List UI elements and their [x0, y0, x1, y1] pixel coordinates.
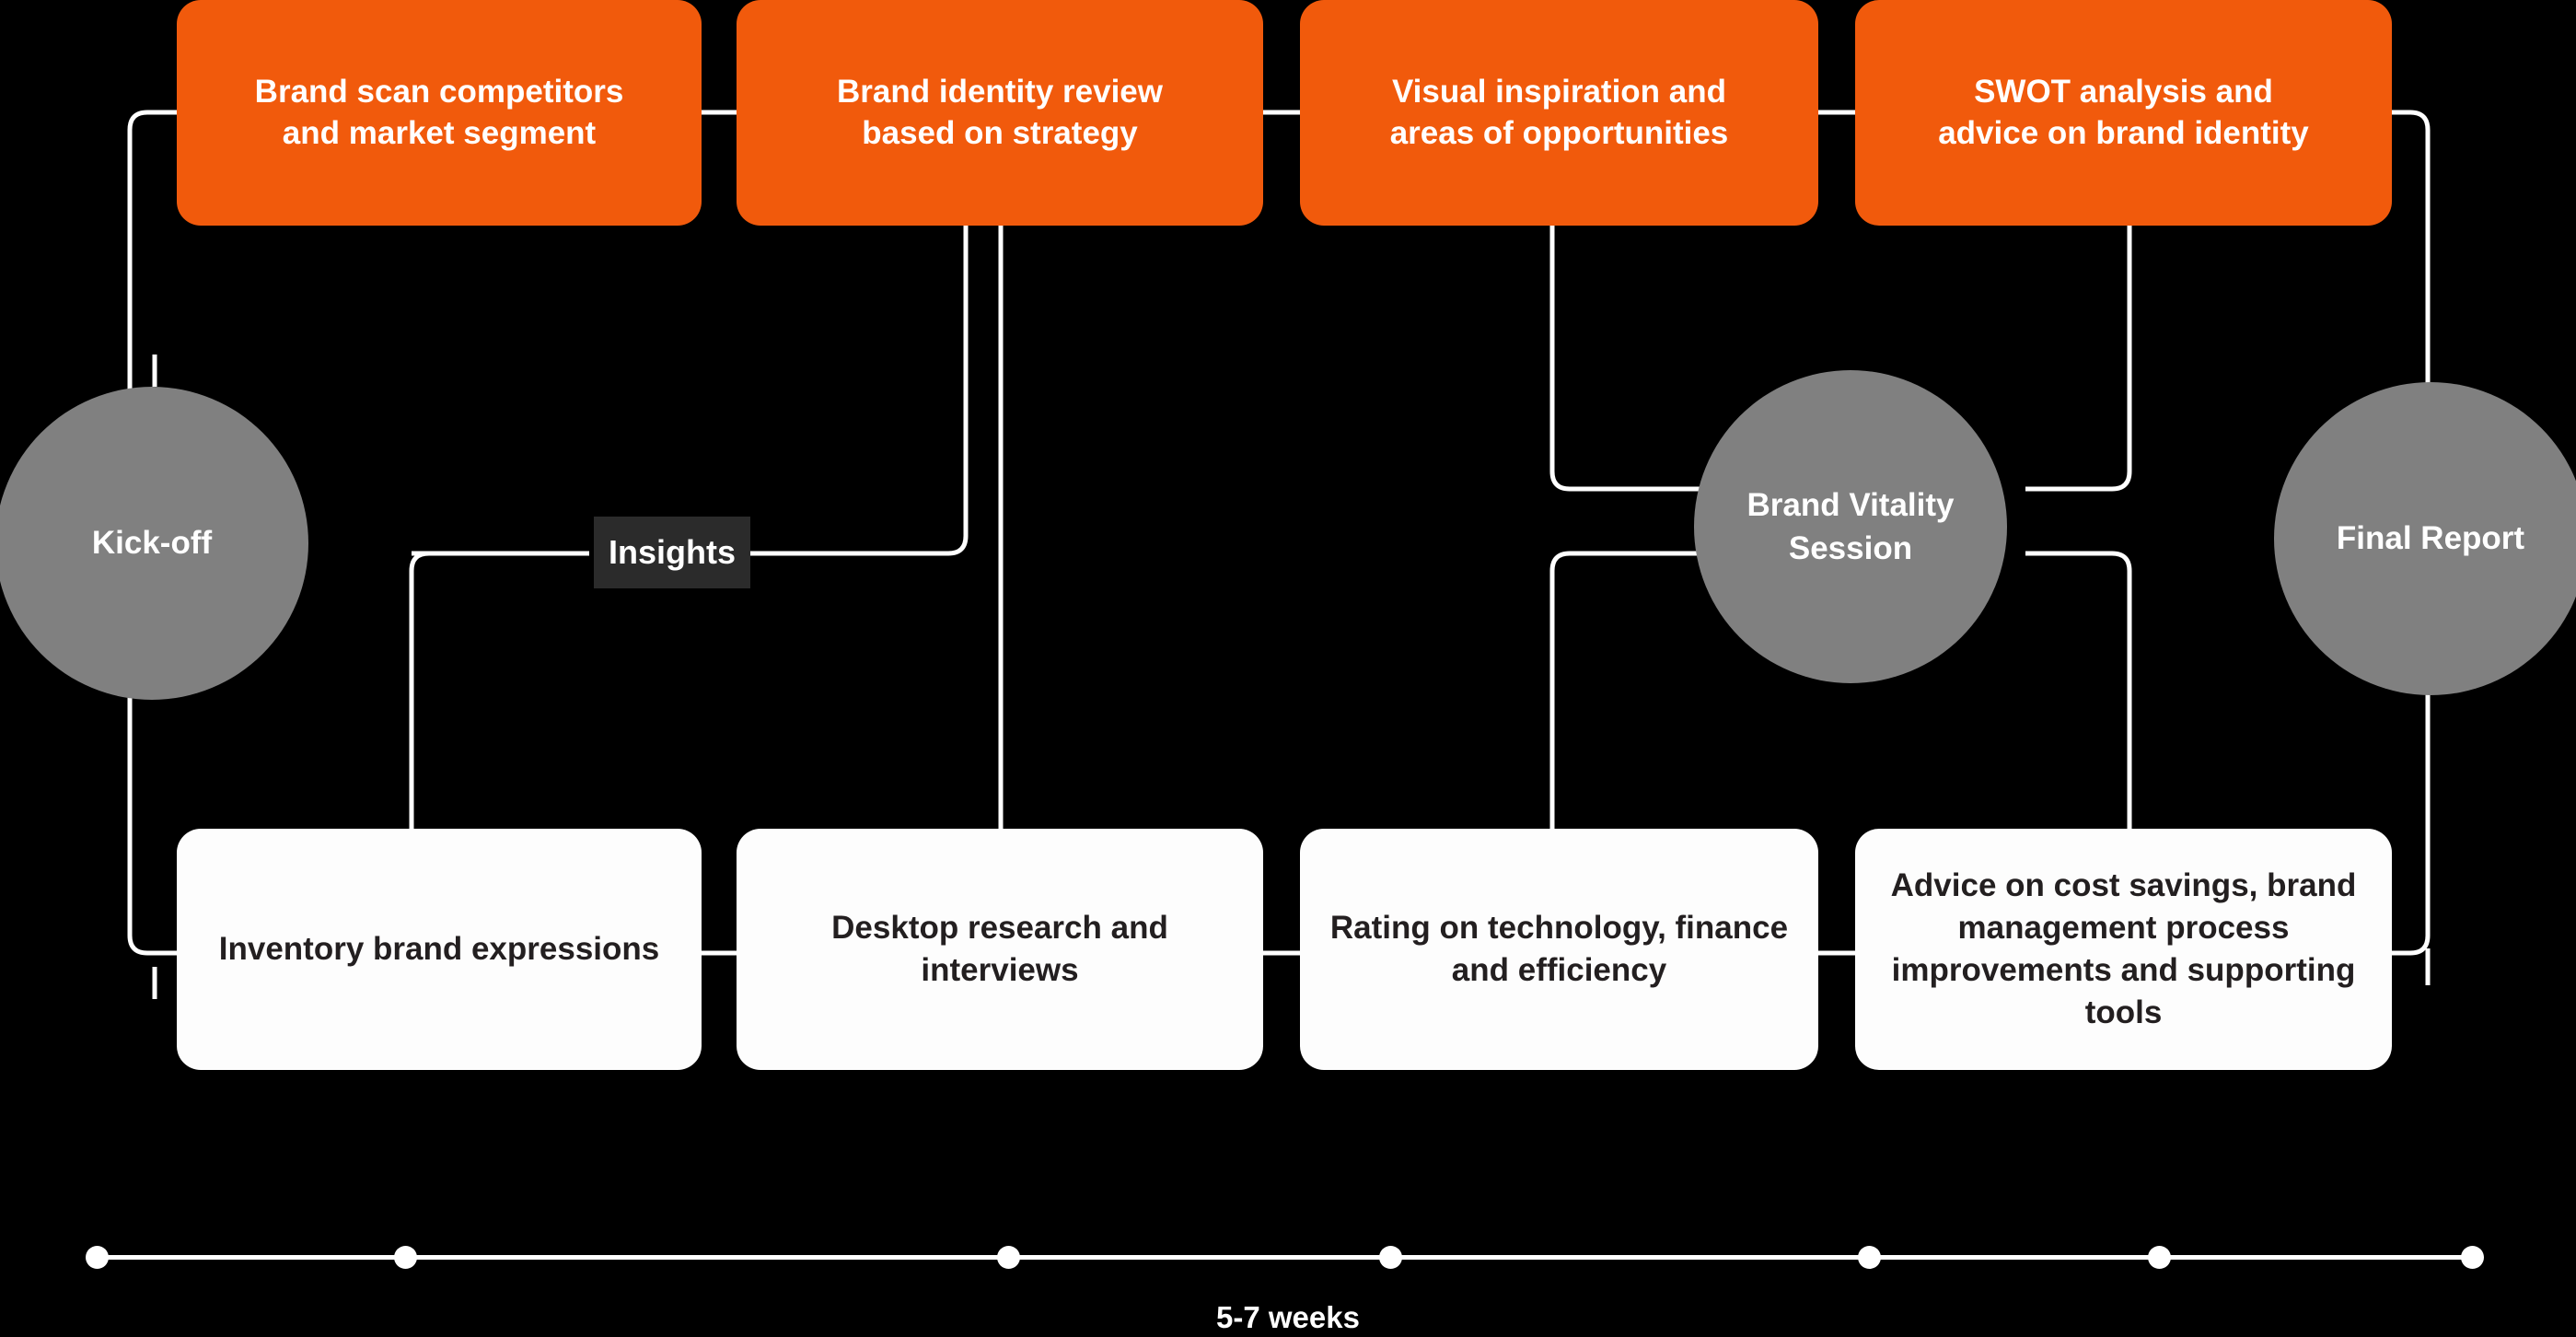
- milestone-brand-vitality-line-2: Vitality: [1849, 486, 1955, 523]
- top-box-brand-identity-review-line-1: Brand identity review: [837, 73, 1163, 110]
- bottom-box-advice-cost-savings[interactable]: Advice on cost savings, brand management…: [1855, 829, 2392, 1070]
- bottom-box-advice-line-4: and supporting tools: [2084, 952, 2356, 1031]
- timeline-axis: [97, 1255, 2472, 1260]
- top-box-swot-analysis-line-1: SWOT analysis and: [1974, 73, 2273, 110]
- timeline-dot[interactable]: [86, 1246, 109, 1269]
- bottom-box-advice-line-2: brand management: [1957, 866, 2357, 946]
- timeline-duration-label: 5-7 weeks: [0, 1300, 2576, 1335]
- insights-chip-label: Insights: [609, 533, 737, 571]
- top-box-visual-inspiration-line-1: Visual inspiration and: [1391, 73, 1727, 110]
- milestone-brand-vitality-line-1: Brand: [1746, 486, 1840, 523]
- top-box-brand-identity-review-line-2: based on strategy: [862, 114, 1138, 151]
- timeline-dot[interactable]: [2148, 1246, 2171, 1269]
- top-box-visual-inspiration[interactable]: Visual inspiration and areas of opportun…: [1300, 0, 1818, 226]
- bottom-box-rating-line-2: finance and efficiency: [1451, 909, 1789, 988]
- bottom-box-desktop-research-line-2: interviews: [921, 952, 1079, 988]
- milestone-kick-off-label: Kick-off: [91, 525, 213, 562]
- bottom-box-inventory-line-1: Inventory brand: [218, 930, 463, 967]
- top-box-swot-analysis-line-2: advice on brand identity: [1938, 114, 2309, 151]
- top-box-brand-scan[interactable]: Brand scan competitors and market segmen…: [177, 0, 702, 226]
- top-box-brand-scan-line-2: and market segment: [282, 114, 597, 151]
- insights-chip[interactable]: Insights: [594, 517, 750, 588]
- timeline-dot[interactable]: [1379, 1246, 1402, 1269]
- bottom-box-inventory-line-2: expressions: [470, 930, 660, 967]
- milestone-final-report-label: Final Report: [2336, 520, 2525, 557]
- top-box-swot-analysis[interactable]: SWOT analysis and advice on brand identi…: [1855, 0, 2392, 226]
- top-box-visual-inspiration-line-2: areas of opportunities: [1389, 114, 1729, 151]
- timeline-dot[interactable]: [2461, 1246, 2484, 1269]
- milestone-circle-kick-off[interactable]: Kick-off: [0, 387, 308, 700]
- bottom-box-rating-technology[interactable]: Rating on technology, finance and effici…: [1300, 829, 1818, 1070]
- milestone-circle-brand-vitality-session[interactable]: Brand Vitality Session: [1694, 370, 2007, 683]
- timeline-duration-text: 5-7 weeks: [1216, 1300, 1360, 1334]
- bottom-box-rating-line-1: Rating on technology,: [1329, 909, 1666, 946]
- bottom-box-desktop-research-line-1: Desktop research and: [831, 909, 1168, 946]
- top-box-brand-identity-review[interactable]: Brand identity review based on strategy: [737, 0, 1263, 226]
- top-box-brand-scan-line-1: Brand scan competitors: [254, 73, 624, 110]
- timeline-dot[interactable]: [1858, 1246, 1881, 1269]
- milestone-brand-vitality-line-3: Session: [1788, 530, 1913, 566]
- bottom-box-advice-line-1: Advice on cost savings,: [1890, 866, 2258, 903]
- timeline: 5-7 weeks: [0, 1225, 2576, 1337]
- bottom-box-inventory-brand-expressions[interactable]: Inventory brand expressions: [177, 829, 702, 1070]
- bottom-box-advice-line-3: process improvements: [1891, 909, 2290, 988]
- milestone-circle-final-report[interactable]: Final Report: [2274, 382, 2576, 695]
- bottom-box-desktop-research[interactable]: Desktop research and interviews: [737, 829, 1263, 1070]
- timeline-dot[interactable]: [997, 1246, 1020, 1269]
- timeline-dot[interactable]: [394, 1246, 417, 1269]
